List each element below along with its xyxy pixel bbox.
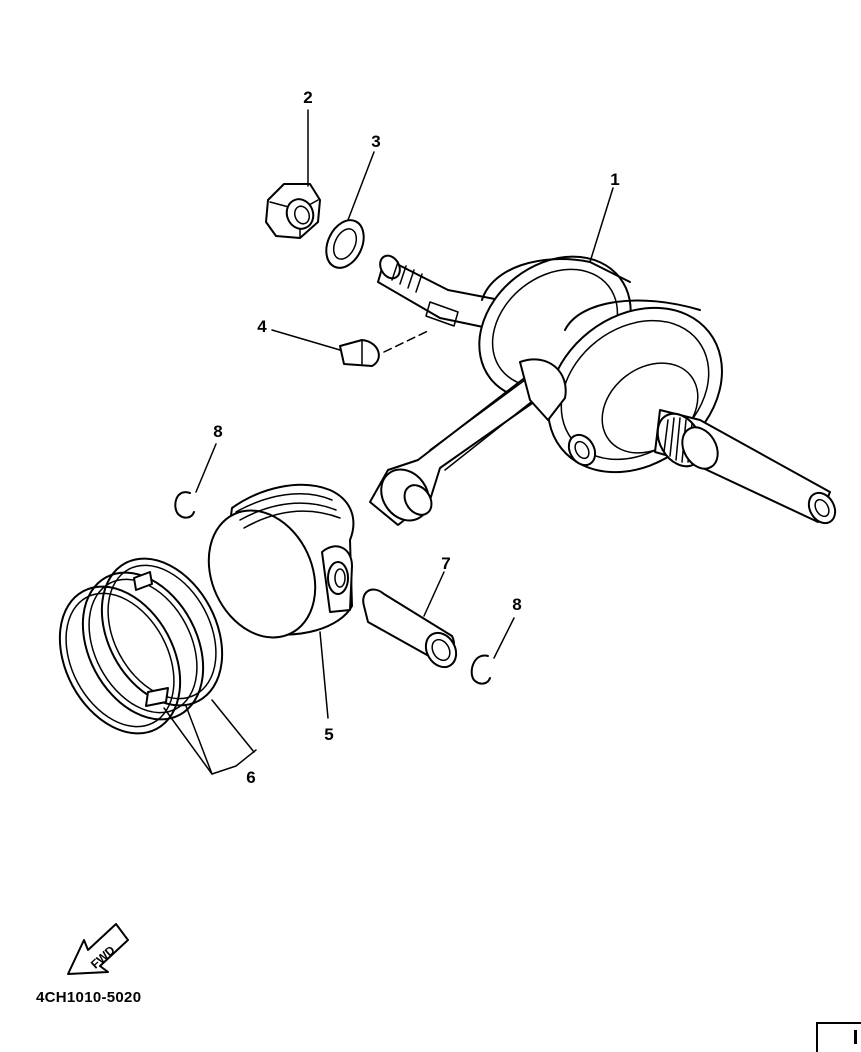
piston-ring-set-icon [58, 557, 224, 735]
washer-icon [325, 219, 365, 269]
callout-6: 6 [246, 768, 255, 787]
leader-lines [163, 109, 614, 775]
callout-3: 3 [371, 132, 380, 151]
circlip-icon [174, 491, 491, 685]
piston-pin-icon [362, 588, 458, 669]
fwd-arrow-icon: FWD [67, 923, 129, 975]
callout-7: 7 [441, 554, 450, 573]
part-code: 4CH1010-5020 [36, 989, 142, 1006]
callout-8-left: 8 [213, 422, 222, 441]
callout-5: 5 [324, 725, 333, 744]
piston-icon [207, 483, 355, 639]
callout-2: 2 [303, 88, 312, 107]
crankshaft-icon [369, 254, 837, 526]
callout-1: 1 [610, 170, 619, 189]
callout-8-right: 8 [512, 595, 521, 614]
woodruff-key-icon [339, 329, 431, 367]
page-corner-tab [816, 1022, 861, 1052]
nut-icon [265, 183, 321, 239]
callout-labels: 1 2 3 4 5 6 7 8 8 [213, 88, 619, 787]
callout-4: 4 [257, 317, 267, 336]
